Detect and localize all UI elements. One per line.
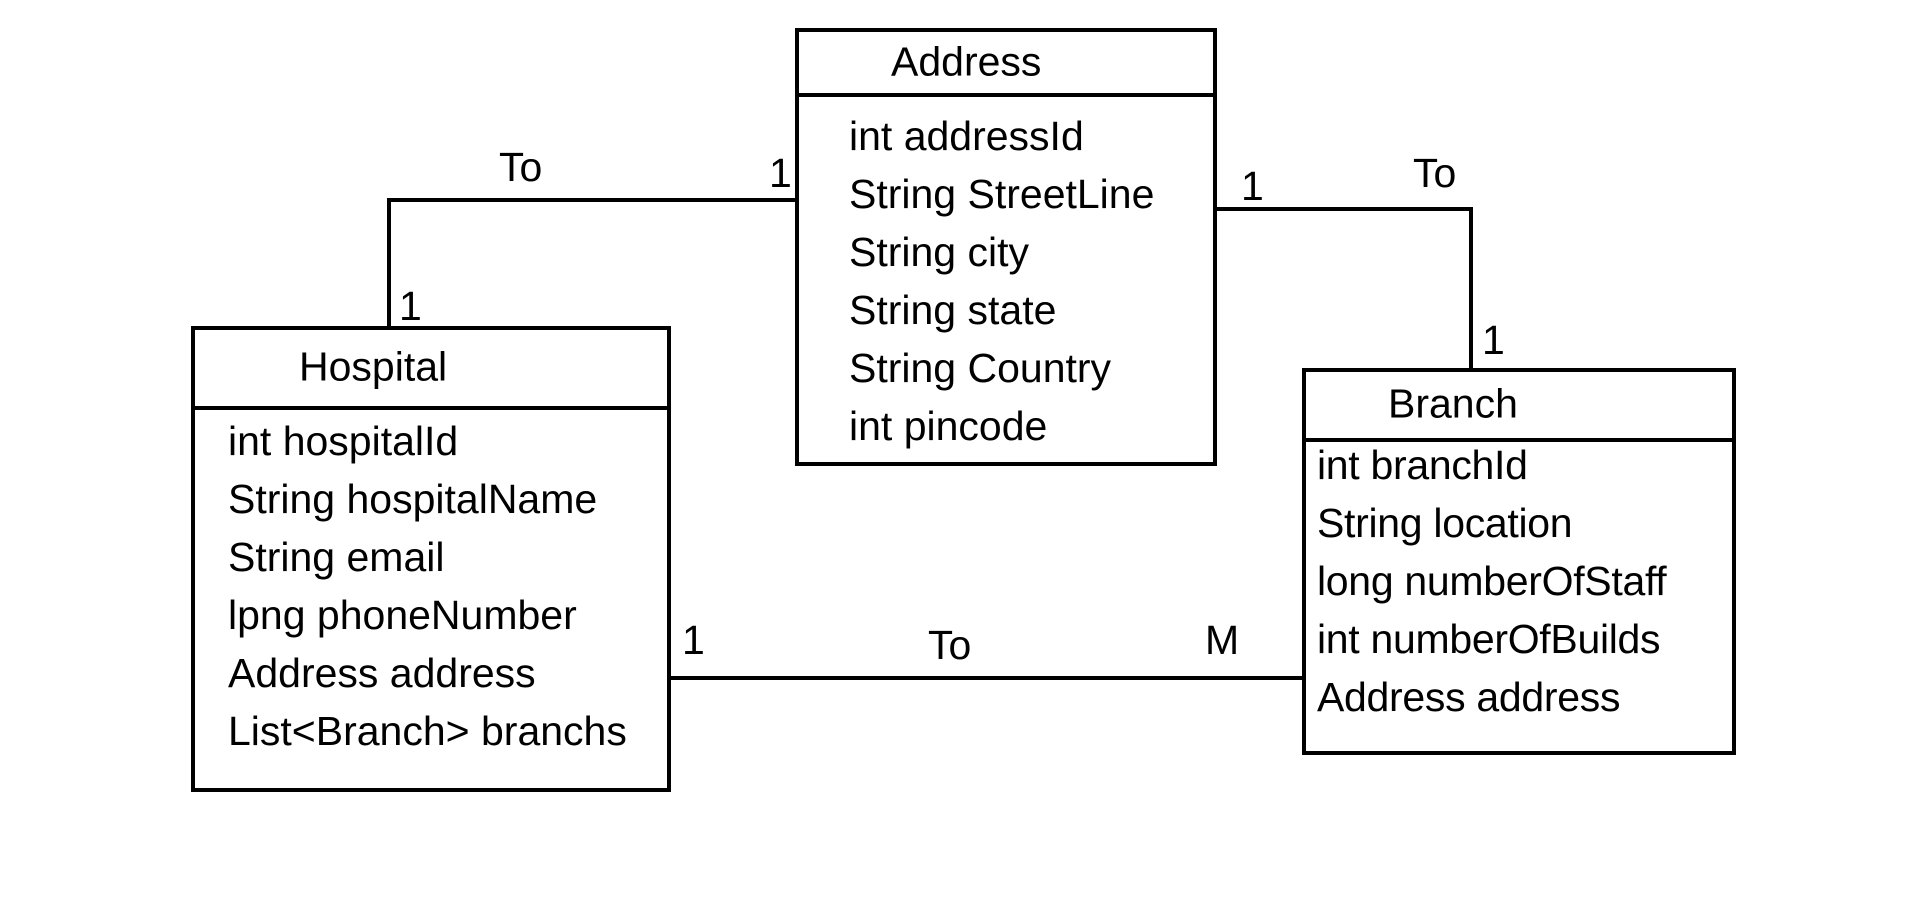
field-branch-1: String location (1317, 500, 1573, 546)
relation-label-address-branch: To (1413, 150, 1457, 196)
connector-hospital-address-vertical (387, 198, 391, 328)
field-hospital-5: List<Branch> branchs (228, 708, 627, 754)
entity-address-title: Address (891, 38, 1042, 85)
multiplicity-branch-end-left: M (1205, 617, 1240, 663)
entity-branch-header: Branch (1306, 372, 1732, 442)
connector-address-branch-vertical (1469, 207, 1473, 370)
field-address-0: int addressId (849, 113, 1084, 159)
field-branch-2: long numberOfStaff (1317, 558, 1667, 604)
field-address-5: int pincode (849, 403, 1048, 449)
entity-hospital-title: Hospital (299, 343, 448, 390)
field-branch-3: int numberOfBuilds (1317, 616, 1661, 662)
entity-branch-fields: int branchId String location long number… (1306, 436, 1732, 726)
entity-branch-title: Branch (1388, 380, 1518, 427)
multiplicity-branch-end-top: 1 (1482, 317, 1505, 363)
field-branch-0: int branchId (1317, 442, 1528, 488)
field-hospital-2: String email (228, 534, 445, 580)
entity-hospital-fields: int hospitalId String hospitalName Strin… (195, 412, 667, 760)
connector-hospital-address-horizontal (387, 198, 797, 202)
relation-label-hospital-branch: To (928, 622, 972, 668)
field-address-2: String city (849, 229, 1029, 275)
entity-hospital-header: Hospital (195, 330, 667, 410)
entity-address: Address int addressId String StreetLine … (795, 28, 1217, 466)
multiplicity-address-end-left: 1 (769, 150, 792, 196)
field-address-1: String StreetLine (849, 171, 1155, 217)
entity-hospital: Hospital int hospitalId String hospitalN… (191, 326, 671, 792)
connector-address-branch-horizontal (1215, 207, 1473, 211)
field-hospital-3: lpng phoneNumber (228, 592, 577, 638)
relation-label-hospital-address: To (499, 144, 543, 190)
field-address-3: String state (849, 287, 1057, 333)
field-hospital-4: Address address (228, 650, 536, 696)
field-hospital-1: String hospitalName (228, 476, 598, 522)
entity-address-header: Address (799, 32, 1213, 97)
multiplicity-hospital-end-right: 1 (682, 617, 705, 663)
connector-hospital-branch-horizontal (669, 676, 1304, 680)
field-hospital-0: int hospitalId (228, 418, 459, 464)
multiplicity-hospital-end-top: 1 (399, 283, 422, 329)
entity-branch: Branch int branchId String location long… (1302, 368, 1736, 755)
entity-address-fields: int addressId String StreetLine String c… (799, 107, 1213, 455)
multiplicity-address-end-right: 1 (1241, 163, 1264, 209)
field-branch-4: Address address (1317, 674, 1621, 720)
field-address-4: String Country (849, 345, 1112, 391)
